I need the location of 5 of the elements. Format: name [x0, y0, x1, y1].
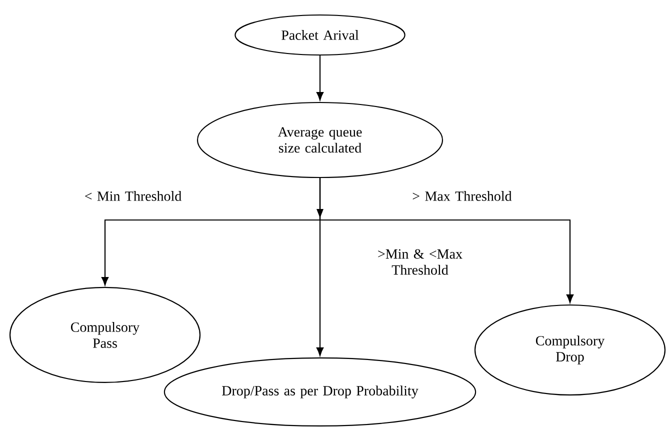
edge-label: > Max Threshold: [412, 191, 512, 201]
edge-label: < Min Threshold: [85, 191, 182, 201]
arrow: [319, 178, 574, 303]
arrow: [316, 56, 324, 100]
edge-label: >Min & <Max Threshold: [378, 249, 462, 275]
